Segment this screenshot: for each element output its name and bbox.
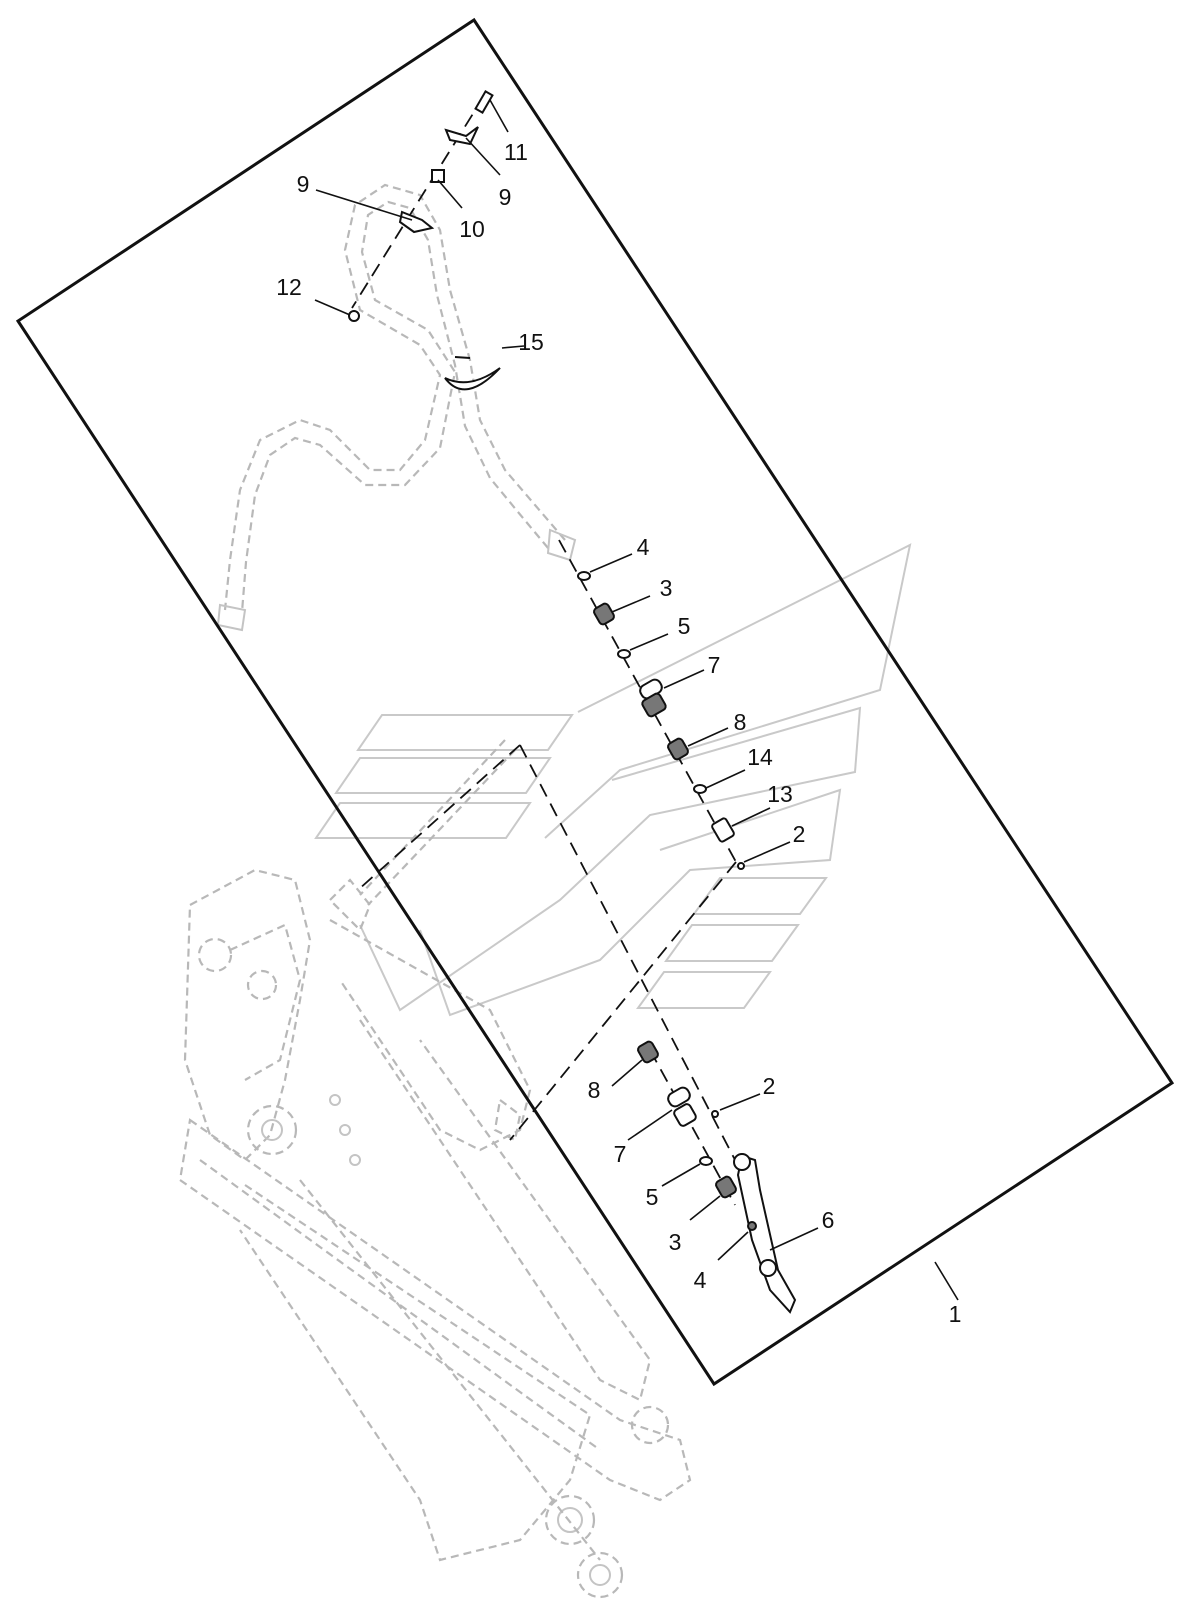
bolt-part xyxy=(474,89,494,115)
spacer-part xyxy=(431,169,445,183)
coupling-body xyxy=(641,692,667,718)
o-ring-part xyxy=(577,571,591,581)
pipe-part xyxy=(736,1154,797,1314)
callout-7: 7 xyxy=(708,652,721,678)
coupling-body xyxy=(673,1103,697,1127)
callout-15: 15 xyxy=(518,329,544,355)
leader-lines xyxy=(314,99,959,1301)
callout-10: 10 xyxy=(459,216,485,242)
o-ring-part xyxy=(711,1110,719,1118)
callout-6: 6 xyxy=(822,1207,835,1233)
callout-9: 9 xyxy=(499,184,512,210)
callout-13: 13 xyxy=(767,781,793,807)
callout-labels: 1 2 2 3 3 4 4 5 5 6 7 7 8 8 9 9 10 11 12… xyxy=(276,139,961,1327)
callout-14: 14 xyxy=(747,744,773,770)
o-ring-part xyxy=(737,862,745,870)
o-ring-part xyxy=(747,1221,757,1231)
fitting-part xyxy=(715,1175,737,1199)
clamp-part xyxy=(444,126,479,146)
ghosted-tube xyxy=(359,739,516,906)
callout-2: 2 xyxy=(763,1073,776,1099)
strap-clip xyxy=(454,356,471,359)
callout-5: 5 xyxy=(678,613,691,639)
seal-part xyxy=(693,784,707,794)
coupling-part xyxy=(667,1086,691,1108)
callout-3: 3 xyxy=(660,575,673,601)
kit-outline-frame xyxy=(15,17,1175,1387)
ghosted-hose xyxy=(216,183,577,632)
callout-3: 3 xyxy=(669,1229,682,1255)
callout-8: 8 xyxy=(734,709,747,735)
callout-7: 7 xyxy=(614,1141,627,1167)
callout-9: 9 xyxy=(297,171,310,197)
washer-part xyxy=(699,1156,713,1166)
callout-11: 11 xyxy=(504,139,528,165)
pipe-end-fitting xyxy=(759,1259,777,1277)
ghosted-boom-arm xyxy=(178,868,692,1599)
callout-5: 5 xyxy=(646,1184,659,1210)
clamp-part xyxy=(398,210,435,234)
callout-12: 12 xyxy=(276,274,302,300)
assembly-axes xyxy=(351,95,749,1206)
plug-part xyxy=(637,1040,659,1064)
fitting-part xyxy=(593,602,615,626)
callout-8: 8 xyxy=(588,1077,601,1103)
pipe-end-fitting xyxy=(733,1153,751,1171)
parts xyxy=(348,89,797,1314)
callout-4: 4 xyxy=(694,1267,707,1293)
watermark-logo xyxy=(314,543,912,1017)
callout-4: 4 xyxy=(637,534,650,560)
plug-part xyxy=(667,737,689,761)
adapter-part xyxy=(711,817,735,843)
callout-1: 1 xyxy=(949,1301,962,1327)
strap-part xyxy=(444,367,501,391)
washer-part xyxy=(617,649,631,659)
nut-part xyxy=(348,310,360,322)
callout-2: 2 xyxy=(793,821,806,847)
